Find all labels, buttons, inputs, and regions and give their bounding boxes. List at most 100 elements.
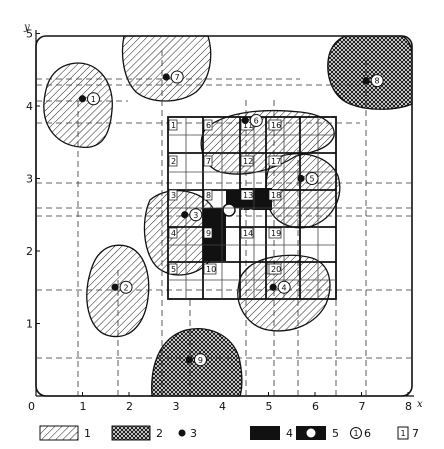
cell-number: 2 (171, 157, 176, 166)
cell-number: 18 (271, 191, 281, 200)
zone-number: 1 (91, 95, 96, 104)
cell-number-box (168, 119, 178, 131)
legend-swatch-hatched (39, 425, 79, 441)
zone-number-circle (277, 280, 291, 294)
cell-number: 7 (206, 157, 211, 166)
x-axis-label: x (417, 399, 423, 410)
zone-number: 5 (309, 175, 314, 184)
legend-swatch-boxed (397, 426, 409, 440)
zone-number-circle (249, 114, 263, 127)
cell-number: 16 (271, 121, 281, 130)
legend-number: 6 (364, 427, 371, 440)
legend-white-circle (306, 428, 316, 438)
cell-number-box (240, 155, 254, 167)
legend-number: 3 (190, 427, 197, 440)
cell-number: 8 (206, 191, 211, 200)
legend-item-2: 2 (111, 425, 163, 441)
cell-number: 19 (271, 229, 281, 238)
white-circle-marker (222, 203, 236, 217)
cell-number-box (268, 119, 282, 131)
legend-item-4: 4 (250, 426, 293, 440)
cell-number: 5 (171, 265, 176, 274)
legend-sample-number: 1 (401, 429, 406, 438)
legend-swatch-black (250, 426, 280, 440)
zone-center-dot (297, 174, 305, 183)
legend-swatch-dot (178, 429, 186, 437)
cell-number: 12 (243, 157, 253, 166)
cell-number: 1 (171, 121, 176, 130)
cell-number-box (203, 227, 213, 239)
zone-number-circle (119, 280, 133, 294)
cell-number-box (168, 263, 178, 275)
cell-number-box (168, 227, 178, 239)
cell-number-box (203, 119, 213, 131)
cell-number-box (268, 263, 282, 275)
zone-number: 9 (198, 356, 203, 365)
cell-number: 6 (206, 121, 211, 130)
legend-number: 2 (156, 427, 163, 440)
legend-swatch-circled (350, 427, 362, 439)
zone-number: 7 (175, 73, 180, 82)
cell-number-box (168, 155, 178, 167)
zone-number-circle (370, 74, 384, 88)
legend-item-3: 3 (178, 427, 197, 440)
zone-center-dot (111, 283, 119, 291)
cell-number-box (203, 189, 213, 201)
cell-number-labels: 1234567891011121314151617181920 (168, 119, 282, 275)
legend-number: 5 (332, 427, 339, 440)
cell-grid-inner (168, 117, 336, 299)
cell-number: 11 (243, 121, 253, 130)
zone-number: 6 (254, 117, 259, 126)
cell-number-box (168, 189, 178, 201)
legend-number: 1 (84, 427, 91, 440)
zone-8-area (327, 35, 413, 110)
cell-number: 13 (243, 191, 253, 200)
zone-number: 2 (123, 283, 128, 292)
zone-number: 8 (375, 77, 380, 86)
cell-number-box (268, 155, 282, 167)
x-tick-label: 8 (405, 400, 412, 413)
zone-center-dot (78, 95, 87, 103)
legend-number: 7 (412, 427, 419, 440)
cell-number: 17 (271, 157, 281, 166)
zone-number-circle (170, 70, 184, 84)
y-axis-label: y (23, 22, 30, 33)
legend-number: 4 (286, 427, 293, 440)
y-tick-label: 3 (26, 173, 33, 186)
zone-center-dot (181, 211, 189, 219)
zone-number-circle (189, 208, 203, 222)
x-tick-label: 3 (173, 400, 180, 413)
zone-center-dot (185, 356, 194, 364)
y-tick-label: 2 (26, 245, 33, 258)
cell-number: 10 (206, 265, 216, 274)
legend-sample-number: 1 (354, 429, 359, 438)
zone-center-dot (162, 73, 170, 81)
y-tick-label: 5 (26, 28, 33, 41)
x-tick-label: 1 (80, 400, 87, 413)
zone-number-circle (305, 172, 319, 185)
cell-number: 9 (206, 229, 211, 238)
cell-number-box (240, 189, 254, 201)
zone-center-dot (241, 116, 249, 125)
cell-number-box (268, 189, 282, 201)
zone-7-area (121, 35, 212, 102)
zone-number: 4 (282, 283, 287, 292)
cell-number: 20 (271, 265, 281, 274)
legend-swatch-crosshatched (111, 425, 151, 441)
cell-number: 3 (171, 191, 176, 200)
cell-number-box (268, 227, 282, 239)
cell-scribble: ꙋᴗᵹ (240, 207, 254, 216)
zone-center-dot (362, 77, 370, 85)
zone-number-circle (87, 92, 100, 106)
black-cells (203, 188, 272, 261)
cell-number-box (203, 263, 217, 275)
x-tick-label: 7 (359, 400, 366, 413)
y-tick-label: 4 (26, 100, 33, 113)
